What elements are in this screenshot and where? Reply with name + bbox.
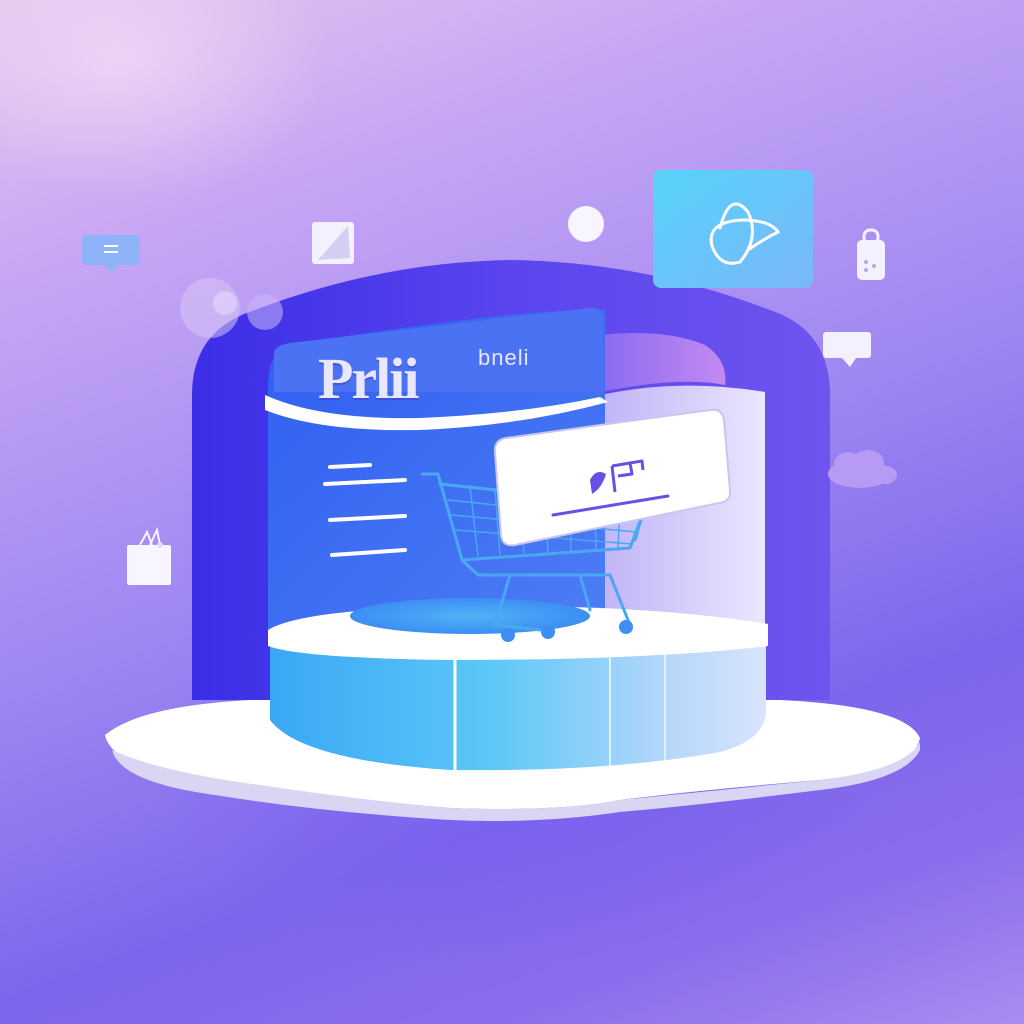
- gift-bag-icon: [127, 526, 171, 585]
- banner-subtitle: bneli: [478, 345, 530, 370]
- message-icon: [823, 332, 871, 367]
- image-card-icon: [312, 222, 354, 264]
- cloud-icon: [828, 450, 897, 488]
- chat-bubble-icon: [82, 235, 140, 272]
- banner-title: Prlii: [318, 346, 420, 411]
- bubble-decoration: [180, 278, 283, 338]
- app-logo-tile-icon: [653, 170, 813, 288]
- cylinder-stage: [268, 598, 768, 772]
- purple-ribbon: [600, 332, 726, 392]
- panel-text-lines: [323, 463, 407, 557]
- padlock-icon: [857, 228, 885, 280]
- orb-icon: [568, 206, 604, 242]
- curved-page: [265, 395, 608, 431]
- floating-card: [493, 408, 732, 547]
- panel-top-card: [274, 307, 603, 392]
- cart-wheels: [501, 620, 633, 642]
